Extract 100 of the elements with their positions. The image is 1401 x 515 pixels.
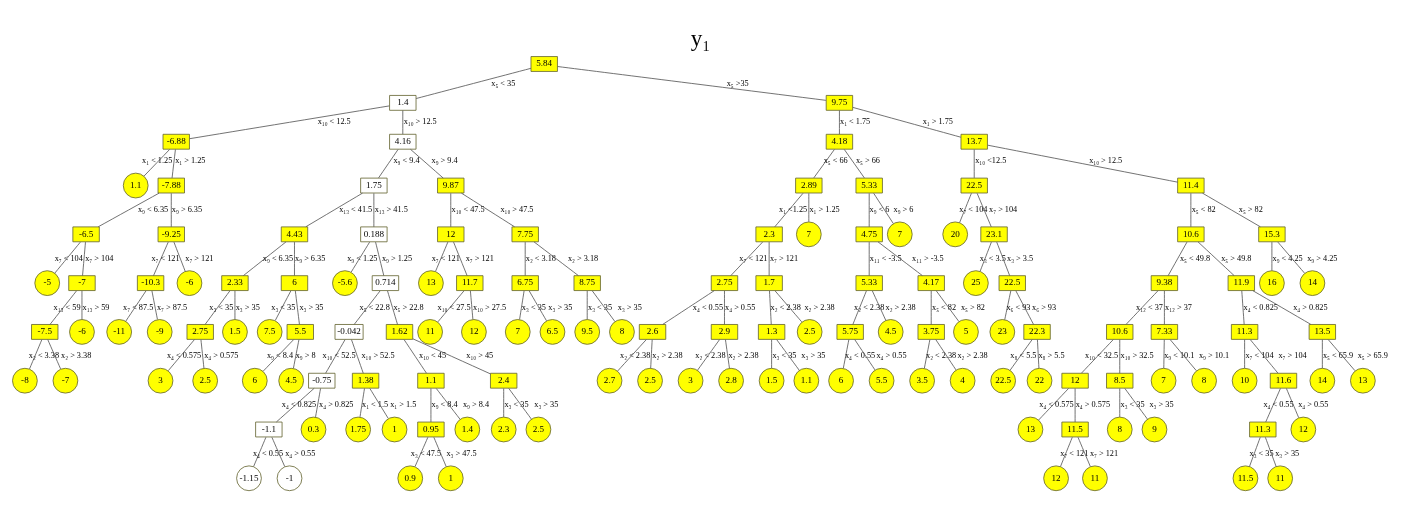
connector bbox=[143, 149, 170, 177]
node-circle: 22.5 bbox=[990, 367, 1016, 394]
edge-label: x₁₀ > 12.5 bbox=[403, 117, 437, 127]
node-circle: 2.5 bbox=[796, 319, 823, 345]
edge-label: x₄ > 0.575 bbox=[1075, 400, 1111, 410]
node-box: -7.88 bbox=[157, 177, 185, 194]
edge-label: x₁₀ > 27.5 bbox=[473, 302, 507, 312]
node-circle: -1.15 bbox=[236, 465, 262, 492]
node-box: 2.6 bbox=[638, 324, 667, 340]
node-circle: 12 bbox=[461, 319, 487, 345]
connector bbox=[935, 290, 960, 322]
edge-label: x₃ > 35 bbox=[548, 302, 573, 312]
connector bbox=[82, 241, 86, 277]
edge-label: x₃ > 35 bbox=[617, 302, 642, 312]
node-box: 1.38 bbox=[351, 372, 380, 389]
connector bbox=[294, 290, 300, 325]
node-box: 22.3 bbox=[1023, 324, 1051, 340]
connector bbox=[403, 339, 427, 374]
node-circle: 4 bbox=[949, 367, 976, 394]
connector bbox=[435, 241, 449, 272]
node-box: 11.6 bbox=[1269, 372, 1298, 389]
node-circle: 20 bbox=[942, 221, 968, 248]
edge-label: x₅ < 35 bbox=[491, 78, 516, 88]
node-box: 10.6 bbox=[1106, 324, 1134, 340]
node-box: 8.5 bbox=[1106, 372, 1134, 389]
node-box: -7 bbox=[68, 275, 96, 291]
node-box: 9.38 bbox=[1150, 275, 1179, 291]
edge-label: x₉ > 6.35 bbox=[295, 253, 326, 263]
node-box: 13.5 bbox=[1308, 324, 1336, 340]
edge-label: x₉ > 6 bbox=[893, 205, 914, 215]
node-circle: 3 bbox=[677, 367, 704, 394]
connector bbox=[776, 339, 800, 371]
node-circle: 13 bbox=[418, 270, 444, 296]
edge-label: x₅ > 66 bbox=[855, 156, 880, 166]
node-box: 22.5 bbox=[998, 275, 1026, 291]
edge-label: x₄ > 0.55 bbox=[285, 448, 316, 458]
node-box: 5.84 bbox=[530, 56, 558, 72]
edge-label: x₆ > 93 bbox=[1032, 302, 1057, 312]
node-circle: -8 bbox=[12, 367, 38, 394]
node-circle: 6 bbox=[241, 367, 268, 394]
connector bbox=[234, 290, 236, 320]
node-box: 13.7 bbox=[960, 133, 988, 150]
edge-label: x₃ < 35 bbox=[1249, 448, 1274, 458]
edge-label: x₉ > 1.25 bbox=[381, 253, 413, 263]
node-circle: 1.1 bbox=[793, 367, 820, 394]
node-box: -6.88 bbox=[162, 133, 190, 150]
edge-label: x₁₀ > 45 bbox=[466, 351, 494, 361]
edge-label: x₉ > 4.25 bbox=[1307, 253, 1338, 263]
edge-label: x₃ > 35 bbox=[801, 351, 826, 361]
edge-label: x₉ > 6.35 bbox=[171, 205, 203, 215]
edge-label: x₉ < 10.1 bbox=[1164, 351, 1195, 361]
connector bbox=[959, 192, 972, 223]
edge-label: x₁ <1.25 bbox=[779, 205, 808, 215]
edge-label: x₁₃ < 59 bbox=[53, 302, 81, 312]
connector bbox=[1164, 290, 1165, 325]
node-box: -0.042 bbox=[334, 324, 364, 340]
edge-label: x₇ < 121 bbox=[431, 253, 460, 263]
connector bbox=[769, 290, 772, 325]
edge-label: x₇ < 104 bbox=[1245, 351, 1274, 361]
node-circle: 1.4 bbox=[454, 416, 481, 443]
edge-label: x₃ < 35 bbox=[521, 302, 546, 312]
node-box: 0.188 bbox=[360, 226, 388, 243]
connector bbox=[204, 290, 231, 325]
edge-label: x₉ < 4.25 bbox=[1272, 253, 1303, 263]
connector bbox=[170, 192, 172, 228]
edge-label: x₁ > 1.5 bbox=[390, 400, 417, 410]
node-circle: 5 bbox=[953, 319, 979, 345]
node-circle: 3.5 bbox=[909, 367, 935, 394]
connector bbox=[533, 241, 579, 276]
connector bbox=[871, 290, 887, 321]
edge-label: x₈ > 5.5 bbox=[1038, 351, 1065, 361]
connector bbox=[1015, 290, 1034, 325]
node-box: 11.5 bbox=[1061, 421, 1089, 438]
node-circle: 14 bbox=[1299, 270, 1326, 296]
connector bbox=[49, 290, 77, 325]
connector bbox=[930, 290, 932, 325]
edge-label: x₃ > 35 bbox=[235, 302, 260, 312]
node-circle: 5.5 bbox=[868, 367, 895, 394]
edge-label: x₇ < 121 bbox=[1060, 448, 1089, 458]
connector bbox=[450, 192, 452, 228]
edge-label: x₇ > 104 bbox=[989, 205, 1018, 215]
edge-label: x₂ < 2.38 bbox=[926, 351, 957, 361]
connector bbox=[97, 192, 160, 228]
connector bbox=[189, 105, 390, 140]
connector bbox=[839, 110, 840, 135]
node-circle: 2.3 bbox=[490, 416, 517, 443]
connector bbox=[662, 290, 715, 325]
node-circle: 1.75 bbox=[345, 416, 371, 443]
edge-label: x₄ < 0.825 bbox=[1243, 302, 1278, 312]
connector bbox=[586, 290, 588, 320]
node-box: -10.3 bbox=[136, 275, 165, 291]
node-box: 1.3 bbox=[757, 324, 786, 340]
node-circle: -9 bbox=[146, 319, 173, 345]
node-circle: -7 bbox=[52, 367, 79, 394]
edge-label: x₇ > 121 bbox=[465, 253, 494, 263]
edge-label: x₉ < 1.25 bbox=[347, 253, 378, 263]
connector bbox=[1167, 241, 1188, 277]
edge-label: x₁₀ < 52.5 bbox=[322, 351, 356, 361]
edge-label: x₄ < 0.55 bbox=[844, 351, 876, 361]
node-box: 2.89 bbox=[795, 177, 823, 194]
